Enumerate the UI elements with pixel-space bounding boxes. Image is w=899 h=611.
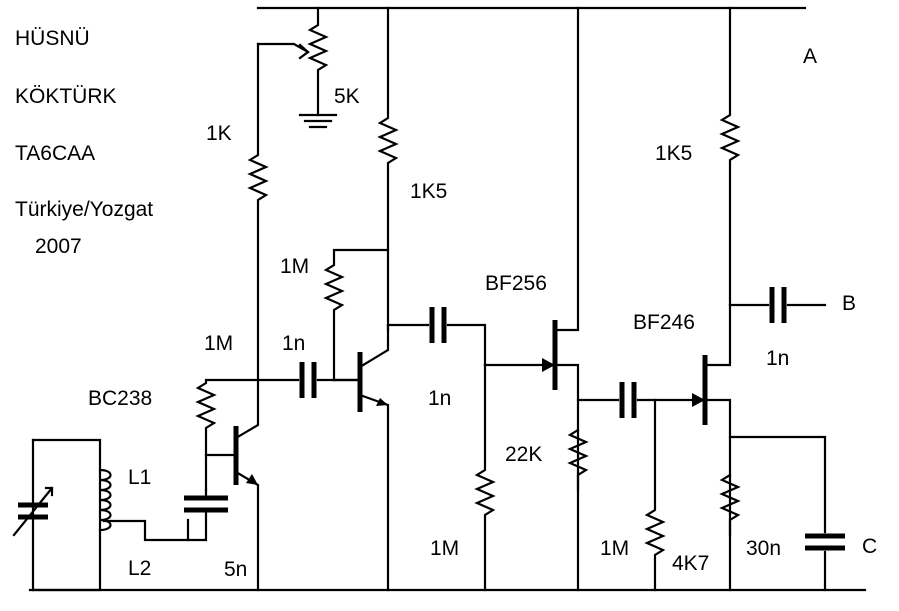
capacitor-1n-output-b: [728, 287, 827, 323]
resistor-1m-gate4-label: 1M: [600, 537, 629, 560]
capacitor-1n-b-label: 1n: [766, 347, 789, 370]
author-year: 2007: [35, 235, 82, 258]
resistor-1k: [247, 42, 269, 382]
capacitor-1n-q2q3: [386, 307, 487, 367]
variable-capacitor: [12, 438, 102, 592]
resistor-1m-gate4: [644, 398, 666, 592]
capacitor-5n: [184, 488, 228, 542]
inductor-l2-label: L2: [128, 557, 151, 580]
resistor-1k5-left-label: 1K5: [410, 180, 447, 203]
resistor-22k-label: 22K: [505, 443, 542, 466]
resistor-1k-label: 1K: [206, 122, 232, 145]
resistor-4k7-label: 4K7: [672, 552, 709, 575]
resistor-1m-q2-label: 1M: [280, 255, 309, 278]
author-callsign: TA6CAA: [15, 142, 95, 165]
transistor-bc238-label: BC238: [88, 387, 152, 410]
author-location: Türkiye/Yozgat: [15, 198, 153, 221]
capacitor-1n-q2q3-label: 1n: [428, 387, 451, 410]
capacitor-1n-q1q2-label: 1n: [282, 332, 305, 355]
terminal-a-label: A: [803, 45, 817, 68]
capacitor-1n-q3q4: [576, 382, 707, 418]
jfet-bf246: [692, 303, 732, 592]
resistor-1m-q1: [195, 378, 260, 492]
capacitor-30n: [728, 435, 845, 592]
resistor-1m-q2: [323, 248, 390, 382]
potentiometer-5k: [256, 6, 338, 129]
resistor-1k5-right-label: 1K5: [655, 142, 692, 165]
jfet-bf256: [483, 6, 580, 592]
terminal-b-label: B: [842, 292, 856, 315]
resistor-22k: [567, 428, 589, 492]
author-first-name: HÜSNÜ: [15, 27, 90, 50]
jfet-bf256-label: BF256: [485, 272, 547, 295]
resistor-1k5-right: [719, 6, 741, 307]
capacitor-5n-label: 5n: [224, 558, 247, 581]
pot-5k-label: 5K: [334, 85, 360, 108]
resistor-4k7: [719, 473, 741, 537]
author-last-name: KÖKTÜRK: [15, 85, 117, 108]
terminal-c-label: C: [862, 535, 877, 558]
transistor-bc238: [204, 378, 260, 592]
resistor-1m-gate3: [474, 363, 496, 592]
resistor-1m-q1-label: 1M: [204, 332, 233, 355]
capacitor-30n-label: 30n: [746, 537, 781, 560]
resistor-1m-gate3-label: 1M: [430, 537, 459, 560]
jfet-bf246-label: BF246: [633, 311, 695, 334]
resistor-1k5-left: [377, 6, 399, 332]
inductor-l1: [98, 468, 190, 542]
inductor-l1-label: L1: [128, 466, 151, 489]
transistor-q2: [332, 323, 390, 592]
